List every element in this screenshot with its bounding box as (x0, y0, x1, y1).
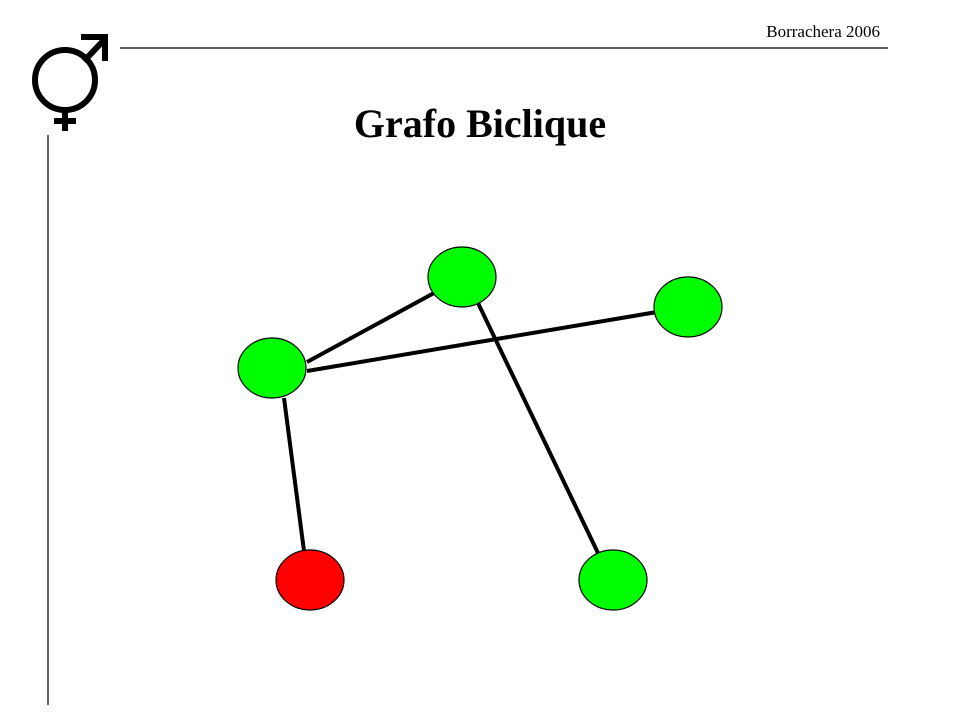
edge-left-top (306, 291, 435, 364)
graph-node-top[interactable] (427, 246, 497, 308)
graph-node-bottom-left[interactable] (275, 549, 345, 611)
edge-left-right (306, 310, 658, 373)
graph-edges (282, 291, 658, 554)
graph-node-left[interactable] (237, 337, 307, 399)
graph-node-right[interactable] (653, 276, 723, 338)
edge-top-bottom-right (476, 302, 600, 554)
hermaphrodite-symbol-icon (32, 34, 109, 131)
header-credit: Borrachera 2006 (766, 22, 880, 41)
graph-node-bottom-right[interactable] (578, 549, 648, 611)
edge-left-bottom-left (282, 397, 306, 552)
page-title: Grafo Biclique (353, 101, 607, 146)
graph-nodes (237, 246, 723, 611)
